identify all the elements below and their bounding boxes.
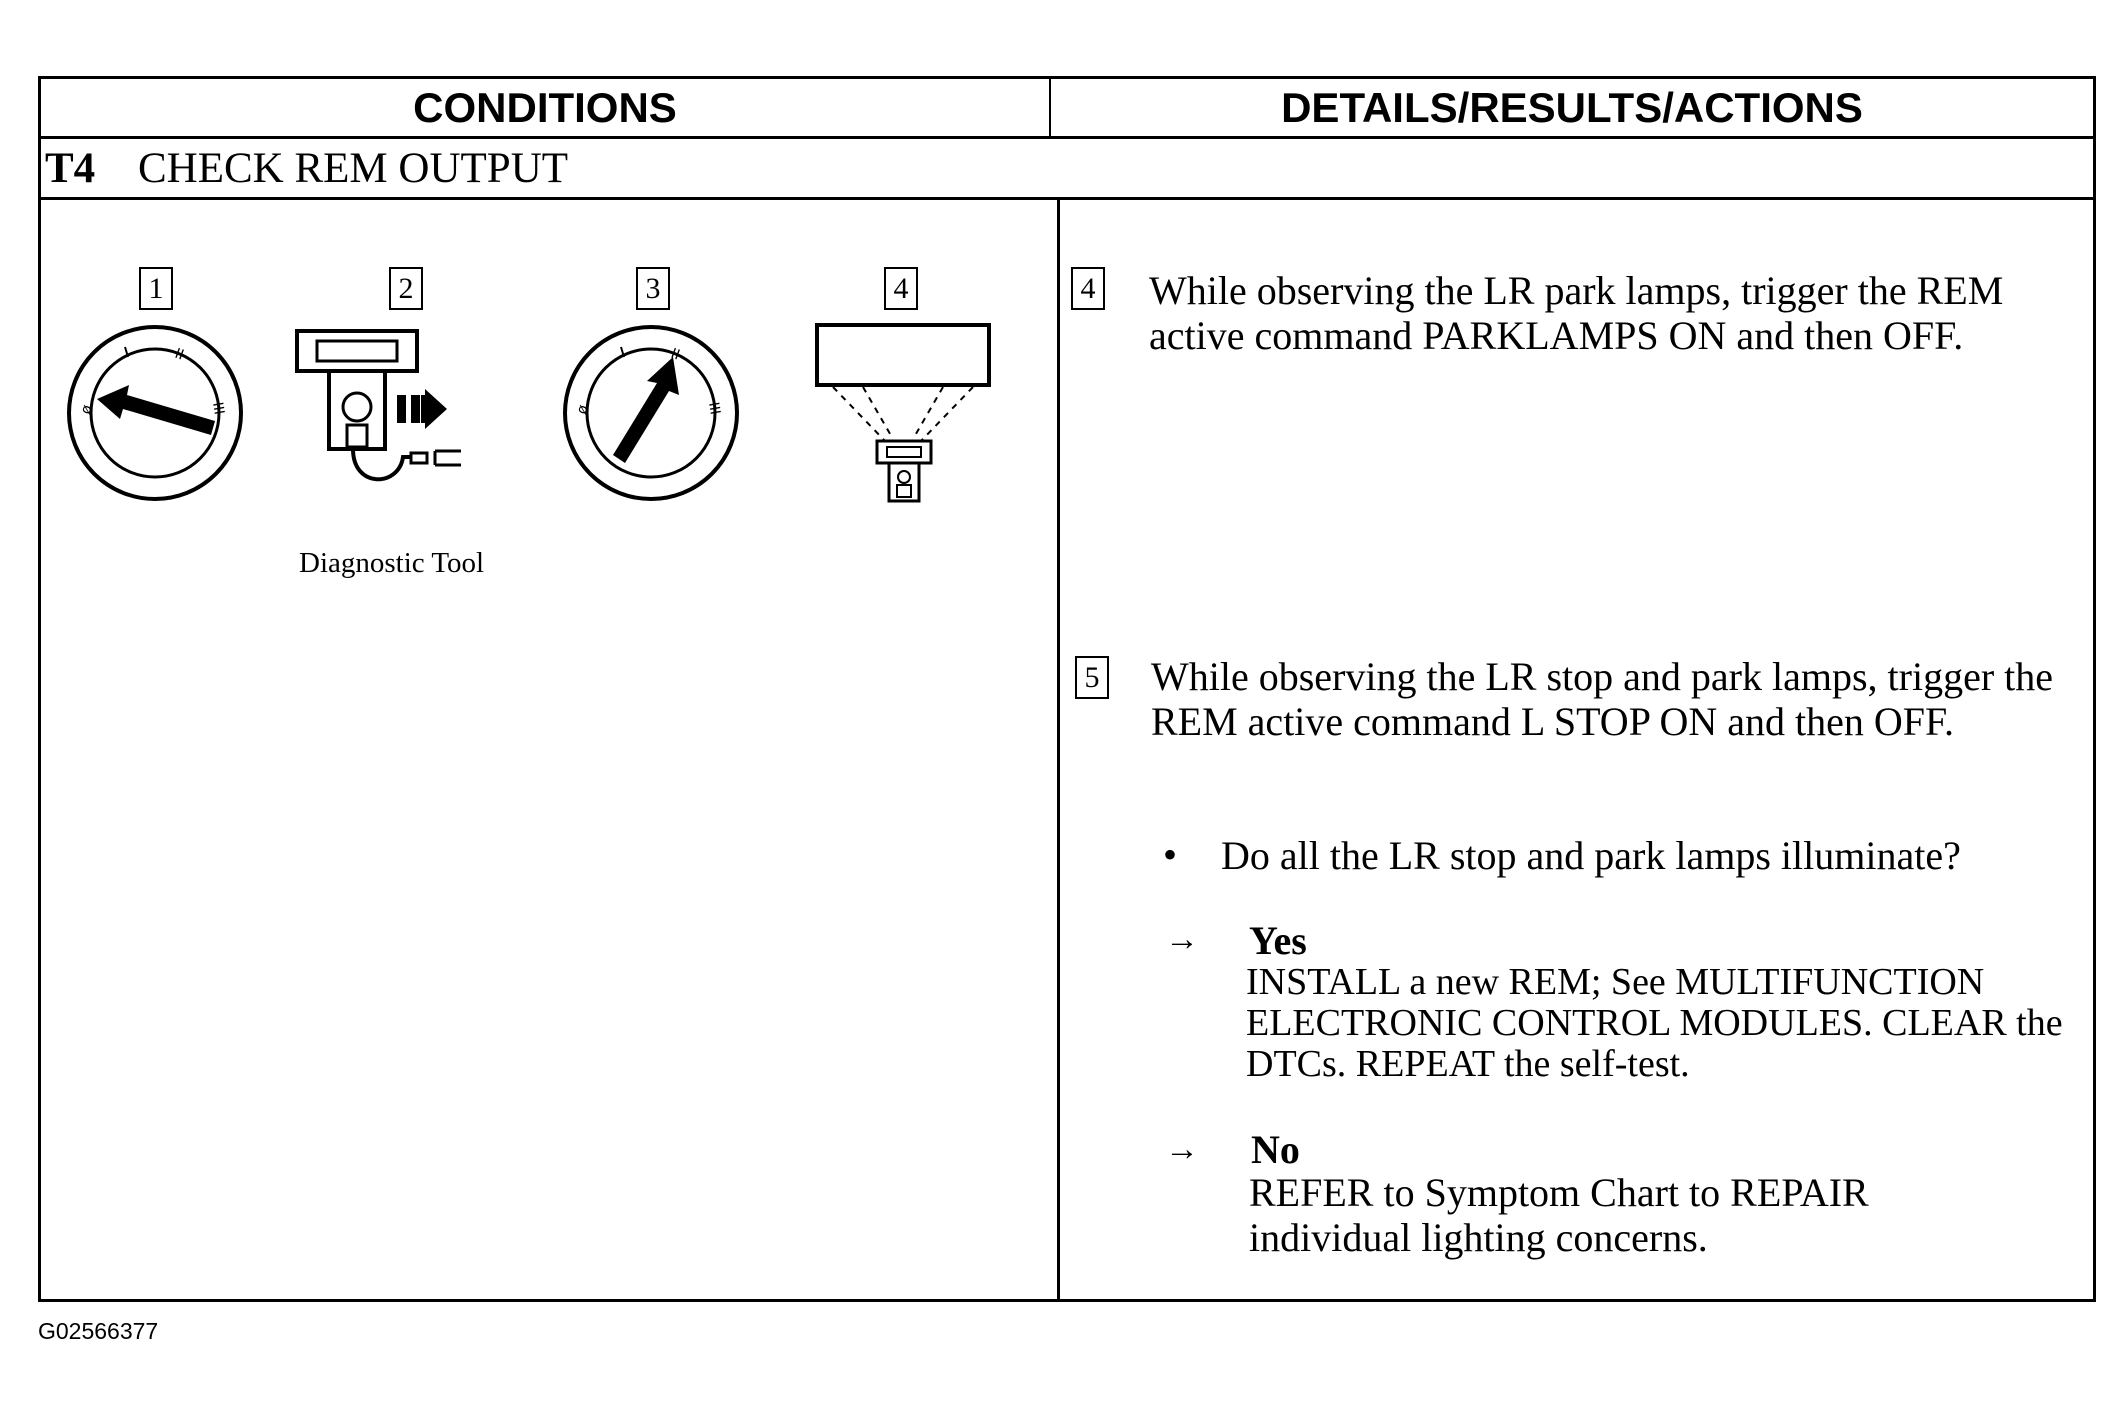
no-arrow-icon: → <box>1165 1131 1199 1168</box>
details-header: DETAILS/RESULTS/ACTIONS <box>1051 79 2093 139</box>
figure-3-number: 3 <box>636 267 670 310</box>
figure-2-caption: Diagnostic Tool <box>299 547 485 579</box>
column-divider <box>1057 200 1060 1299</box>
step-4-text: While observing the LR park lamps, trigg… <box>1149 268 2004 358</box>
ignition-switch-off-icon: ø II III <box>67 325 243 501</box>
step-4-number: 4 <box>1071 267 1105 310</box>
diagnostic-tool-reading-icon <box>815 323 991 503</box>
procedure-table: CONDITIONS DETAILS/RESULTS/ACTIONS T4 CH… <box>38 76 2096 1302</box>
svg-text:ø: ø <box>574 402 592 416</box>
figure-2-number: 2 <box>389 267 423 310</box>
svg-text:III: III <box>705 401 723 416</box>
diagnostic-tool-icon <box>295 329 461 482</box>
figure-1-number: 1 <box>139 267 173 310</box>
yes-label: Yes <box>1249 918 1307 963</box>
no-label: No <box>1251 1127 1300 1172</box>
question-bullet: • <box>1163 832 1178 877</box>
step-5-number: 5 <box>1075 656 1109 699</box>
test-id: T4 <box>45 144 96 192</box>
svg-text:III: III <box>209 401 227 416</box>
no-action-text: REFER to Symptom Chart to REPAIR individ… <box>1249 1170 1869 1260</box>
figure-4-number: 4 <box>884 267 918 310</box>
question-text: Do all the LR stop and park lamps illumi… <box>1221 833 1961 878</box>
yes-action-text: INSTALL a new REM; See MULTIFUNCTION ELE… <box>1246 961 2063 1085</box>
test-title: CHECK REM OUTPUT <box>138 144 569 192</box>
step-5-text: While observing the LR stop and park lam… <box>1151 654 2054 744</box>
test-title-row: T4 CHECK REM OUTPUT <box>41 139 2093 200</box>
figure-id: G02566377 <box>38 1318 159 1344</box>
yes-arrow-icon: → <box>1165 921 1199 958</box>
svg-text:ø: ø <box>78 402 96 416</box>
ignition-switch-on-icon: ø II III <box>563 325 739 501</box>
conditions-header: CONDITIONS <box>41 79 1051 139</box>
